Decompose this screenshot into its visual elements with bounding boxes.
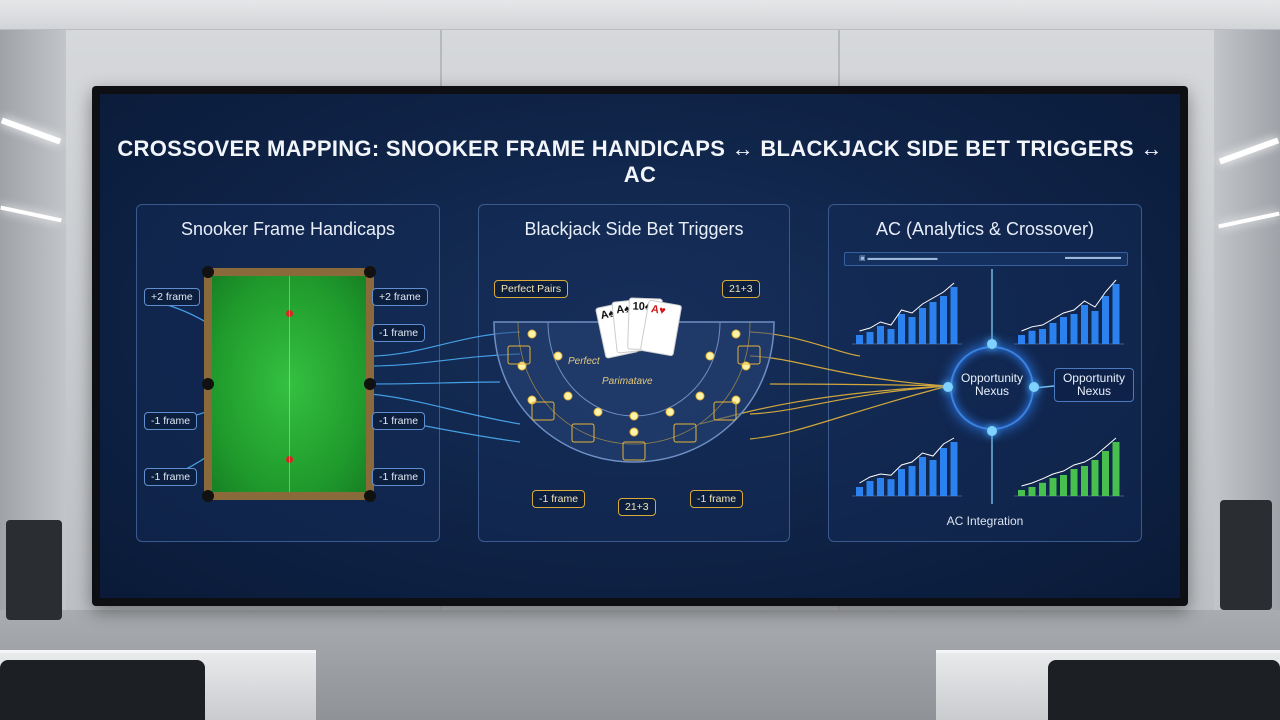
side-bet-chip: 21+3	[722, 280, 760, 298]
chart-bar	[940, 296, 947, 344]
bar-chart	[1014, 279, 1124, 345]
chart-bar	[1028, 487, 1036, 496]
bar-chart	[852, 437, 962, 497]
display-canvas: CROSSOVER MAPPING: SNOOKER FRAME HANDICA…	[100, 94, 1180, 598]
chair	[0, 660, 205, 720]
side-bet-chip: Perfect Pairs	[494, 280, 569, 298]
chart-trend-line	[1021, 279, 1117, 332]
pocket	[364, 490, 376, 502]
chart-bar	[1018, 335, 1025, 344]
chart-bar	[1049, 478, 1057, 496]
chart-bar	[898, 469, 905, 496]
blackjack-table	[493, 321, 775, 463]
chart-bar	[950, 287, 958, 344]
dashboard-header-text: ▣ ▬▬▬▬▬▬▬▬▬▬	[859, 255, 938, 262]
red-ball	[286, 456, 293, 463]
handicap-chip: +2 frame	[372, 288, 428, 306]
page-title: CROSSOVER MAPPING: SNOOKER FRAME HANDICA…	[117, 136, 1163, 187]
snooker-table	[202, 266, 376, 502]
nexus-node	[987, 426, 997, 436]
chart-bar	[929, 460, 937, 496]
chart-bar	[856, 487, 863, 496]
ceiling	[0, 0, 1280, 30]
chart-bar	[908, 317, 916, 344]
chart-trend-line	[1021, 437, 1117, 487]
chart-bar	[908, 466, 916, 496]
pocket	[364, 378, 376, 390]
side-bet-chip: 21+3	[618, 498, 656, 516]
nexus-node	[943, 382, 953, 392]
table-line	[289, 276, 290, 492]
chart-bar	[1112, 284, 1120, 344]
chart-trend-line	[859, 437, 955, 484]
chart-bar	[1102, 296, 1109, 344]
chart-trend-line	[859, 282, 955, 332]
bar-chart	[852, 282, 962, 345]
handicap-chip: -1 frame	[144, 468, 198, 486]
nexus-node	[1029, 382, 1039, 392]
chart-bar	[1070, 469, 1078, 496]
chart-bar	[1049, 323, 1057, 344]
handicap-chip: -1 frame	[372, 412, 426, 430]
table-label: Perfect	[568, 356, 600, 367]
chart-bar	[950, 442, 958, 496]
ac-footer: AC Integration	[946, 514, 1024, 528]
handicap-chip: +2 frame	[144, 288, 200, 306]
side-bet-chip: -1 frame	[532, 490, 586, 508]
pocket	[202, 266, 214, 278]
pocket	[202, 378, 214, 390]
chart-bar	[1070, 314, 1078, 344]
pocket	[364, 266, 376, 278]
chair	[6, 520, 62, 620]
chart-bar	[1039, 329, 1046, 344]
chart-bar	[887, 329, 895, 344]
nexus-node	[987, 339, 997, 349]
dashboard-header: ▣ ▬▬▬▬▬▬▬▬▬▬ ▬▬▬▬▬▬▬▬	[844, 252, 1128, 266]
red-ball	[286, 310, 293, 317]
handicap-chip: -1 frame	[144, 412, 198, 430]
chart-bar	[1039, 482, 1046, 496]
chart-bar	[929, 302, 937, 344]
blackjack-heading: Blackjack Side Bet Triggers	[524, 219, 744, 239]
handicap-chip: -1 frame	[372, 468, 426, 486]
chart-bar	[877, 326, 884, 344]
snooker-cloth	[202, 266, 376, 502]
table-label: Parimatave	[602, 376, 653, 387]
chart-bar	[1060, 317, 1067, 344]
chart-bar	[887, 479, 895, 496]
chair	[1048, 660, 1280, 720]
chart-bar	[1112, 442, 1120, 496]
chart-bar	[1028, 330, 1036, 344]
chair	[1220, 500, 1272, 610]
wall-display: CROSSOVER MAPPING: SNOOKER FRAME HANDICA…	[92, 86, 1188, 606]
chart-bar	[940, 448, 947, 496]
chart-bar	[1091, 460, 1099, 496]
dashboard-header-text: ▬▬▬▬▬▬▬▬	[1065, 254, 1121, 261]
playing-cards: A♠ A♠ 10♠ A♥	[594, 297, 690, 368]
chart-bar	[1018, 490, 1025, 496]
nexus-label: Opportunity Nexus	[960, 371, 1024, 398]
chart-bar	[919, 308, 926, 344]
playing-card: A♥	[639, 299, 683, 357]
ac-heading: AC (Analytics & Crossover)	[875, 219, 1095, 239]
side-bet-chip: -1 frame	[690, 490, 744, 508]
handicap-chip: -1 frame	[372, 324, 426, 342]
bar-chart	[1014, 437, 1124, 497]
chart-bar	[866, 481, 874, 496]
nexus-box: Opportunity Nexus	[1054, 368, 1134, 402]
chart-bar	[866, 332, 874, 344]
snooker-heading: Snooker Frame Handicaps	[180, 219, 396, 239]
chart-bar	[919, 457, 926, 496]
chart-bar	[877, 478, 884, 496]
pocket	[202, 490, 214, 502]
chart-bar	[898, 314, 905, 344]
chart-bar	[856, 335, 863, 344]
chart-bar	[1102, 451, 1109, 496]
chart-bar	[1081, 466, 1088, 496]
chart-bar	[1091, 311, 1099, 344]
chart-bar	[1081, 305, 1088, 344]
chart-bar	[1060, 475, 1067, 496]
